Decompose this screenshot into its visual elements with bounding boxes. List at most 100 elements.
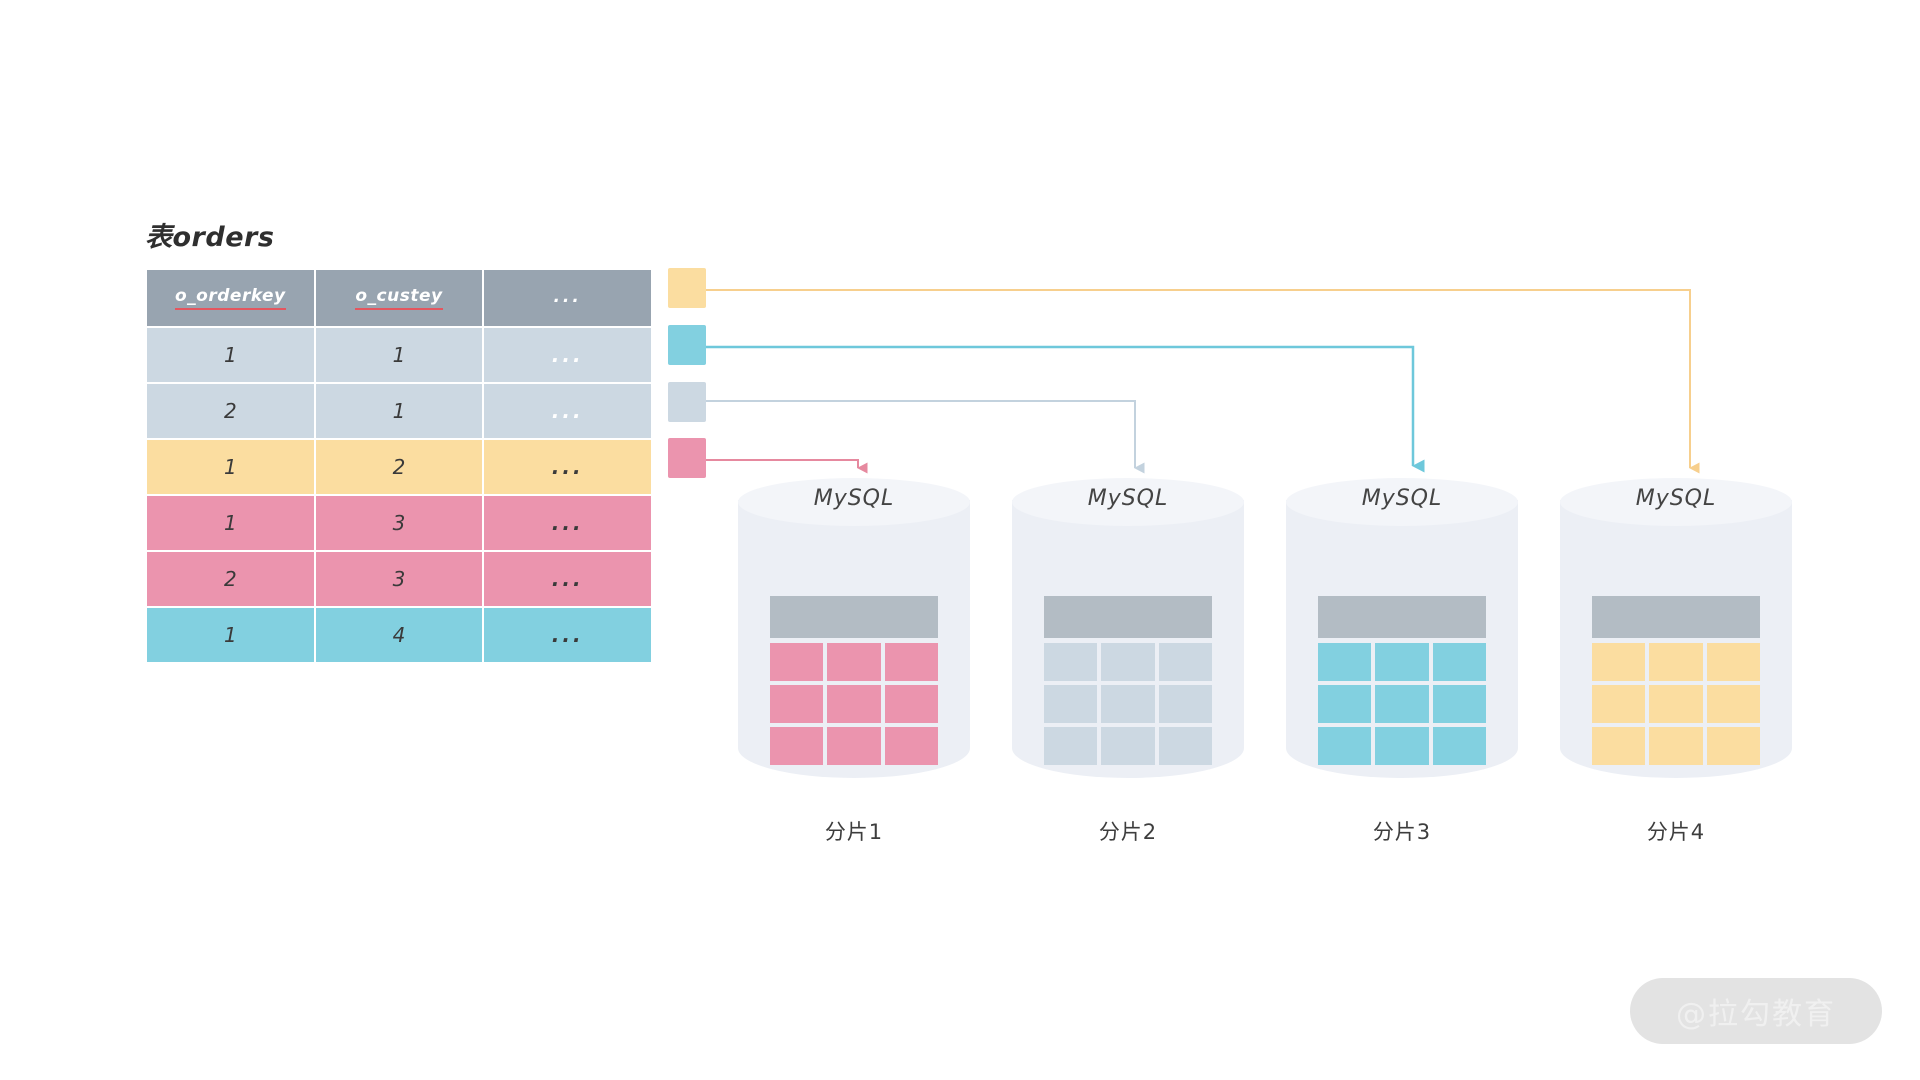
grid-cell: [827, 685, 881, 723]
cell-more: ...: [484, 384, 651, 438]
grid-cell: [1592, 643, 1646, 681]
legend-chip-cyan: [668, 325, 706, 365]
database-label: MySQL: [813, 486, 895, 511]
grid-row: [1044, 727, 1212, 765]
grid-header-bar: [1044, 596, 1212, 638]
cell-orderkey: 2: [147, 552, 314, 606]
cell-more: ...: [484, 552, 651, 606]
legend-chip-amber: [668, 268, 706, 308]
grid-cell: [1101, 685, 1155, 723]
shard-name-label: 分片2: [1098, 820, 1158, 844]
shard-name-label: 分片1: [824, 820, 884, 844]
shard-table-grid: [770, 596, 938, 769]
cell-more: ...: [484, 328, 651, 382]
cell-custey: 3: [315, 496, 483, 550]
cell-orderkey: 1: [147, 608, 314, 662]
grid-cell: [1706, 727, 1760, 765]
database-cylinder: MySQL 分片4: [1560, 478, 1792, 844]
shard-3: MySQL 分片3: [1286, 478, 1518, 844]
cylinder-top: [738, 478, 970, 526]
database-label: MySQL: [1361, 486, 1443, 511]
watermark-text: @拉勾教育: [1676, 997, 1836, 1032]
grid-cell: [1375, 643, 1429, 681]
arrow-blue-to-shard2: [706, 400, 1145, 474]
page-title: 表orders: [145, 222, 275, 253]
cell-orderkey: 2: [147, 384, 314, 438]
shard-name-label: 分片3: [1372, 820, 1432, 844]
grid-cell: [1044, 685, 1098, 723]
grid-cell: [770, 685, 824, 723]
shard-2: MySQL 分片2: [1012, 478, 1244, 844]
grid-row: [770, 727, 938, 765]
column-header-custey: o_custey: [315, 270, 483, 326]
shard-table-grid: [1318, 596, 1486, 769]
grid-row: [1318, 685, 1486, 723]
grid-cell: [1101, 727, 1155, 765]
grid-cell: [1432, 685, 1486, 723]
database-cylinder: MySQL 分片3: [1286, 478, 1518, 844]
table-row: 2 3 ...: [147, 552, 651, 606]
grid-cell: [1592, 685, 1646, 723]
table-row: 1 1 ...: [147, 328, 651, 382]
grid-row: [1592, 643, 1760, 681]
grid-cell: [884, 643, 938, 681]
grid-cell: [1432, 727, 1486, 765]
legend-chip-pink: [668, 438, 706, 478]
grid-row: [1318, 643, 1486, 681]
grid-cell: [1318, 727, 1372, 765]
grid-cell: [1158, 685, 1212, 723]
grid-cell: [770, 643, 824, 681]
database-label: MySQL: [1087, 486, 1169, 511]
grid-cell: [1158, 727, 1212, 765]
arrow-cyan-to-shard3: [706, 345, 1425, 473]
cell-custey: 1: [315, 384, 483, 438]
cylinder-top: [1012, 478, 1244, 526]
grid-cell: [1649, 685, 1703, 723]
grid-row: [770, 685, 938, 723]
cell-more: ...: [484, 440, 651, 494]
cell-custey: 2: [315, 440, 483, 494]
watermark-badge: @拉勾教育: [1630, 978, 1882, 1044]
cell-custey: 3: [315, 552, 483, 606]
grid-cell: [1044, 643, 1098, 681]
table-header-row: o_orderkey o_custey ...: [147, 270, 651, 326]
grid-cell: [1375, 685, 1429, 723]
shard-1: MySQL 分片1: [738, 478, 970, 844]
grid-row: [1044, 685, 1212, 723]
cell-custey: 4: [315, 608, 483, 662]
grid-row: [1044, 643, 1212, 681]
legend-chip-blue: [668, 382, 706, 422]
database-cylinder: MySQL 分片1: [738, 478, 970, 844]
grid-cell: [827, 643, 881, 681]
source-table-block: 表orders o_orderkey o_custey ... 1: [145, 215, 665, 664]
cylinder-top: [1286, 478, 1518, 526]
column-header-orderkey-label: o_orderkey: [175, 286, 286, 310]
cell-orderkey: 1: [147, 440, 314, 494]
grid-cell: [884, 727, 938, 765]
orders-table: o_orderkey o_custey ... 1 1 ...: [145, 268, 653, 664]
table-row: 2 1 ...: [147, 384, 651, 438]
cell-more: ...: [484, 496, 651, 550]
grid-header-bar: [770, 596, 938, 638]
grid-row: [1592, 685, 1760, 723]
grid-cell: [1649, 643, 1703, 681]
grid-cell: [1706, 643, 1760, 681]
cell-custey: 1: [315, 328, 483, 382]
column-header-more: ...: [484, 270, 651, 326]
grid-cell: [1318, 643, 1372, 681]
column-header-more-label: ...: [553, 287, 582, 307]
grid-cell: [1649, 727, 1703, 765]
cylinder-top: [1560, 478, 1792, 526]
grid-cell: [1044, 727, 1098, 765]
database-label: MySQL: [1635, 486, 1717, 511]
cell-orderkey: 1: [147, 328, 314, 382]
grid-row: [770, 643, 938, 681]
table-row: 1 4 ...: [147, 608, 651, 662]
grid-cell: [1318, 685, 1372, 723]
grid-cell: [884, 685, 938, 723]
cell-more: ...: [484, 608, 651, 662]
cell-orderkey: 1: [147, 496, 314, 550]
grid-row: [1592, 727, 1760, 765]
grid-cell: [1706, 685, 1760, 723]
